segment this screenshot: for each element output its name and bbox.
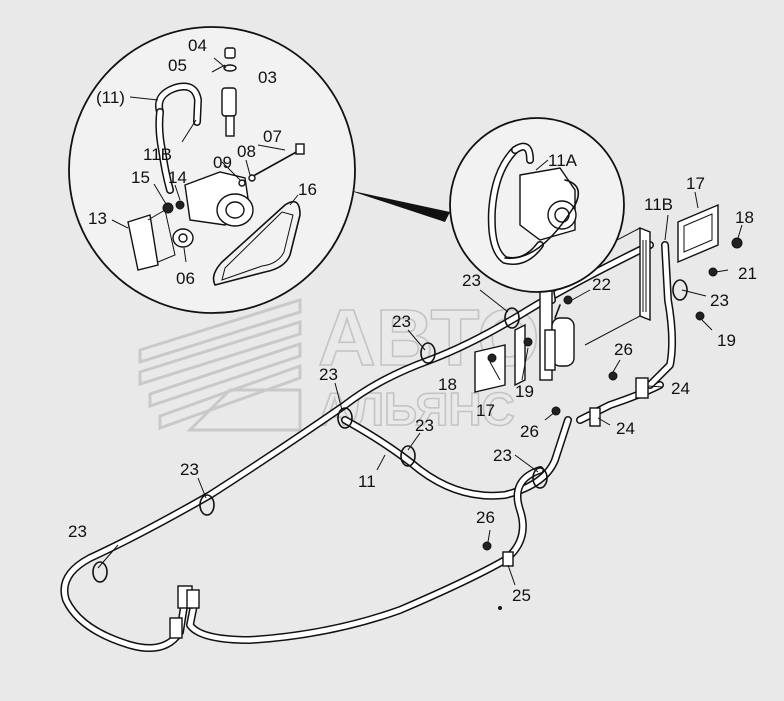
receiver-drier [539, 289, 575, 381]
label-26-mid: 26 [520, 422, 539, 441]
label-11a: 11A [548, 151, 578, 170]
label-17-upper: 17 [686, 174, 705, 193]
mark-dot [498, 606, 502, 610]
bracket-17-lower [474, 323, 533, 393]
label-21: 21 [738, 264, 757, 283]
label-22: 22 [592, 275, 611, 294]
label-05: 05 [168, 56, 187, 75]
part-labels: 04 05 03 (11) 11B 07 08 09 15 14 16 13 0… [68, 36, 757, 605]
detail-circle-compressor [68, 26, 356, 314]
label-23-upper-mid: 23 [392, 312, 411, 331]
label-14: 14 [168, 168, 187, 187]
label-09: 09 [213, 153, 232, 172]
label-15: 15 [131, 168, 150, 187]
label-18-lower: 18 [438, 375, 457, 394]
label-19-lower: 19 [515, 382, 534, 401]
leader-lines [97, 191, 743, 586]
label-23-top: 23 [462, 271, 481, 290]
label-23-right: 23 [710, 291, 729, 310]
label-23-mid-left: 23 [319, 365, 338, 384]
watermark-logo [138, 297, 302, 432]
label-26-bottom: 26 [476, 508, 495, 527]
clamp-23-group [92, 279, 688, 583]
label-17-lower: 17 [476, 401, 495, 420]
label-24-upper: 24 [671, 379, 690, 398]
label-13: 13 [88, 209, 107, 228]
label-16: 16 [298, 180, 317, 199]
label-07: 07 [263, 127, 282, 146]
label-04: 04 [188, 36, 207, 55]
label-26-top: 26 [614, 340, 633, 359]
label-23-far-left: 23 [68, 522, 87, 541]
hose-fittings [169, 377, 649, 639]
detail-pointer [348, 190, 450, 222]
label-23-lower-right: 23 [493, 446, 512, 465]
label-23-lower-left: 23 [180, 460, 199, 479]
label-24-lower: 24 [616, 419, 635, 438]
label-18-upper: 18 [735, 208, 754, 227]
label-11: 11 [358, 472, 376, 491]
label-11-paren: (11) [96, 88, 125, 107]
bracket-17-upper [482, 203, 743, 551]
detail-circle-11a [449, 117, 625, 293]
label-23-mid: 23 [415, 416, 434, 435]
label-11b-detail: 11B [143, 145, 172, 164]
label-11b: 11B [644, 195, 673, 214]
label-19-right: 19 [717, 331, 736, 350]
label-06: 06 [176, 269, 195, 288]
label-03: 03 [258, 68, 277, 87]
label-08: 08 [237, 142, 256, 161]
label-25: 25 [512, 586, 531, 605]
watermark-line1: АВТО [318, 293, 540, 382]
